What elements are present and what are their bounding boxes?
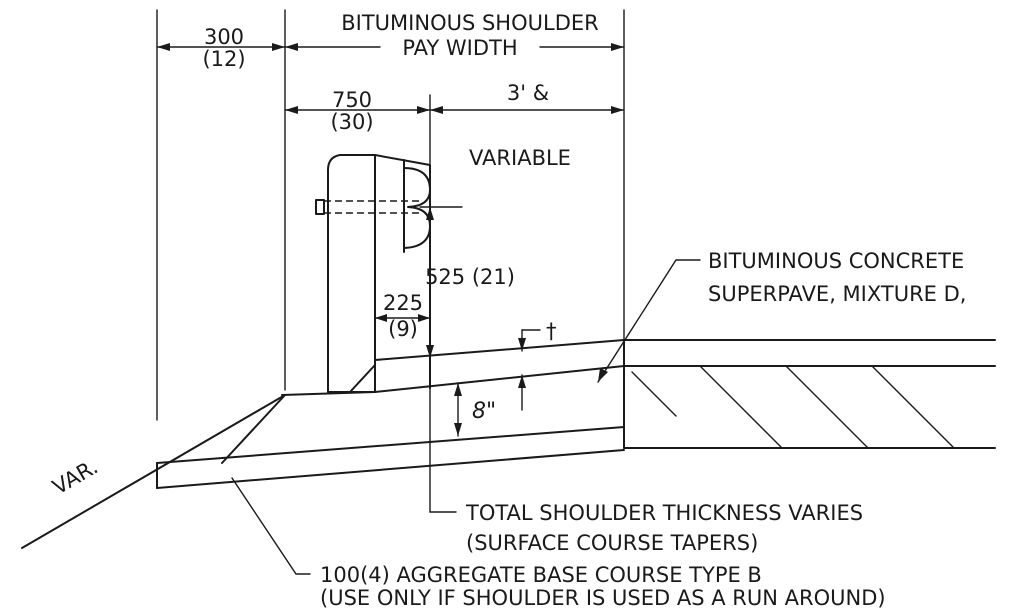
surface-callout-line2: SUPERPAVE, MIXTURE D,	[708, 282, 966, 306]
dimension-225	[374, 314, 431, 322]
fill-slope	[21, 394, 286, 549]
travel-lane	[623, 339, 996, 449]
shoulder-surface-course	[374, 339, 625, 393]
dimension-30-label: (30)	[330, 110, 373, 134]
dimension-750	[284, 106, 431, 114]
dimension-9-label: (9)	[388, 317, 418, 341]
lane-hatching	[631, 365, 955, 449]
surface-leader	[597, 259, 701, 383]
dagger-thickness	[518, 329, 541, 411]
dagger-label: †	[546, 319, 557, 343]
thickness-callout-line2: (SURFACE COURSE TAPERS)	[466, 531, 758, 555]
w-beam-rail	[403, 159, 431, 253]
dimension-8in-label: 8"	[472, 399, 496, 424]
surface-callout-line1: BITUMINOUS CONCRETE	[708, 249, 964, 273]
dimension-525-label: 525 (21)	[425, 265, 515, 289]
pay-width-line2: PAY WIDTH	[402, 36, 517, 60]
base-callout-line2: (USE ONLY IF SHOULDER IS USED AS A RUN A…	[320, 586, 886, 610]
dimension-12-label: (12)	[202, 47, 245, 71]
var-label: VAR.	[49, 455, 102, 500]
dimension-3ft-label: 3' &	[507, 81, 549, 105]
dimension-variable-label: VARIABLE	[469, 146, 571, 170]
thickness-callout-line1: TOTAL SHOULDER THICKNESS VARIES	[465, 501, 863, 525]
dimension-225-label: 225	[383, 291, 423, 315]
dimension-525	[426, 206, 434, 441]
dimension-pay-width	[284, 43, 625, 51]
dimension-750-label: 750	[332, 88, 372, 112]
base-leader	[231, 477, 311, 575]
dimension-3ft-variable	[429, 106, 625, 114]
dimension-300-label: 300	[204, 25, 244, 49]
bolt	[315, 199, 463, 215]
dimension-8in	[454, 382, 462, 437]
shoulder-base	[156, 391, 625, 489]
dimension-300	[156, 43, 286, 51]
pay-width-line1: BITUMINOUS SHOULDER	[341, 11, 598, 35]
base-callout-line1: 100(4) AGGREGATE BASE COURSE TYPE B	[320, 563, 762, 587]
thickness-leader	[429, 439, 457, 513]
